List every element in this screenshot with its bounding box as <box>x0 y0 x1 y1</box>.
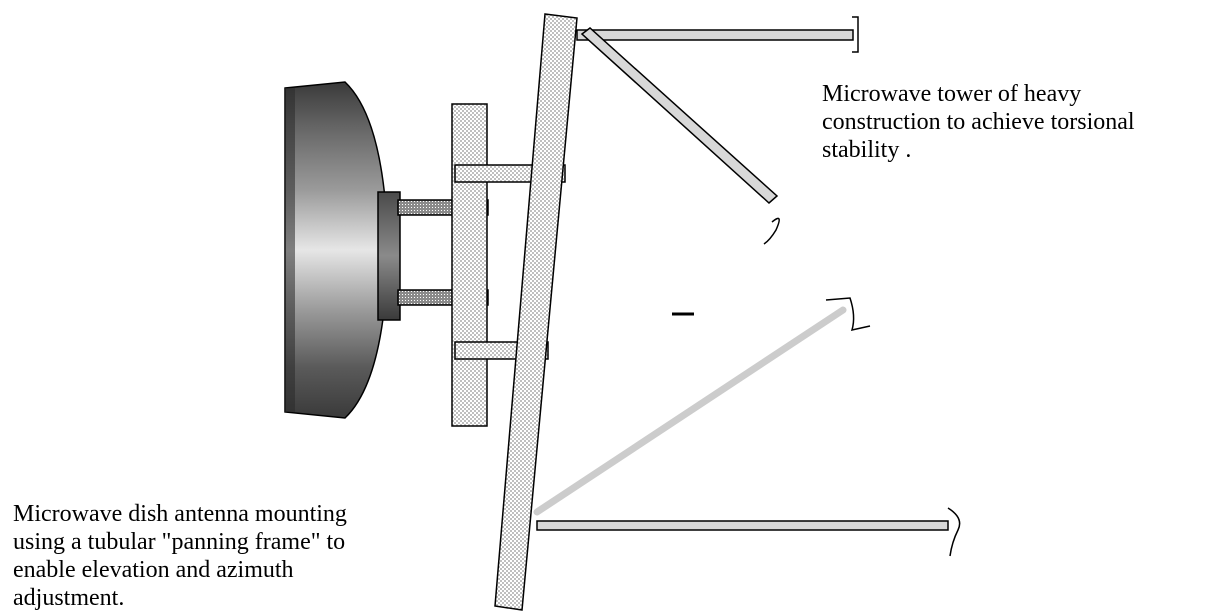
lower-diagonal-brace <box>533 306 847 516</box>
dish-caption-line: using a tubular "panning frame" to <box>13 529 346 555</box>
dish-feed-hub <box>377 191 401 321</box>
bottom-horizontal-member <box>536 520 949 531</box>
dish-caption-line: Microwave dish antenna mounting <box>13 501 347 527</box>
dish-caption-line: enable elevation and azimuth <box>13 557 294 583</box>
tower-leg <box>494 13 578 611</box>
upper-diagonal-brace <box>580 27 779 205</box>
dish-caption: Microwave dish antenna mounting using a … <box>13 500 347 612</box>
tower-members <box>533 16 961 557</box>
dish-caption-line: adjustment. <box>13 585 125 611</box>
top-member-break-mark <box>852 16 859 53</box>
top-horizontal-member <box>576 29 854 41</box>
lower-brace-break-mark <box>825 297 871 332</box>
tower-caption-line: stability . <box>822 137 912 163</box>
tower-caption: Microwave tower of heavy construction to… <box>822 80 1135 164</box>
tower-caption-line: construction to achieve torsional <box>822 109 1135 135</box>
tower-caption-line: Microwave tower of heavy <box>822 81 1082 107</box>
bottom-member-break-mark <box>947 507 961 557</box>
dish-reflector <box>284 81 389 419</box>
upper-brace-break-mark <box>763 217 780 245</box>
dish-antenna <box>284 81 401 419</box>
panning-frame-tube <box>451 103 488 427</box>
dish-rim <box>285 88 295 412</box>
